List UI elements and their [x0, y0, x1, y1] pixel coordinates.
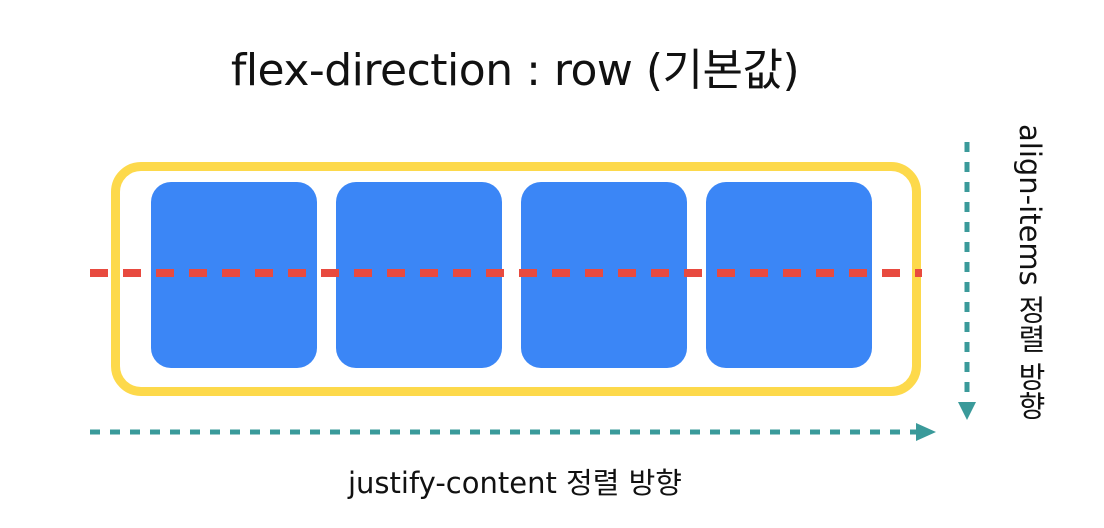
justify-content-label: justify-content 정렬 방향 — [348, 466, 682, 500]
flex-container — [111, 162, 921, 396]
align-items-arrow — [958, 142, 976, 420]
justify-content-arrow — [90, 423, 936, 441]
diagram-title: flex-direction : row (기본값) — [230, 45, 800, 96]
align-items-label: align-items 정렬 방향 — [1013, 124, 1047, 421]
main-axis-line — [90, 269, 922, 277]
